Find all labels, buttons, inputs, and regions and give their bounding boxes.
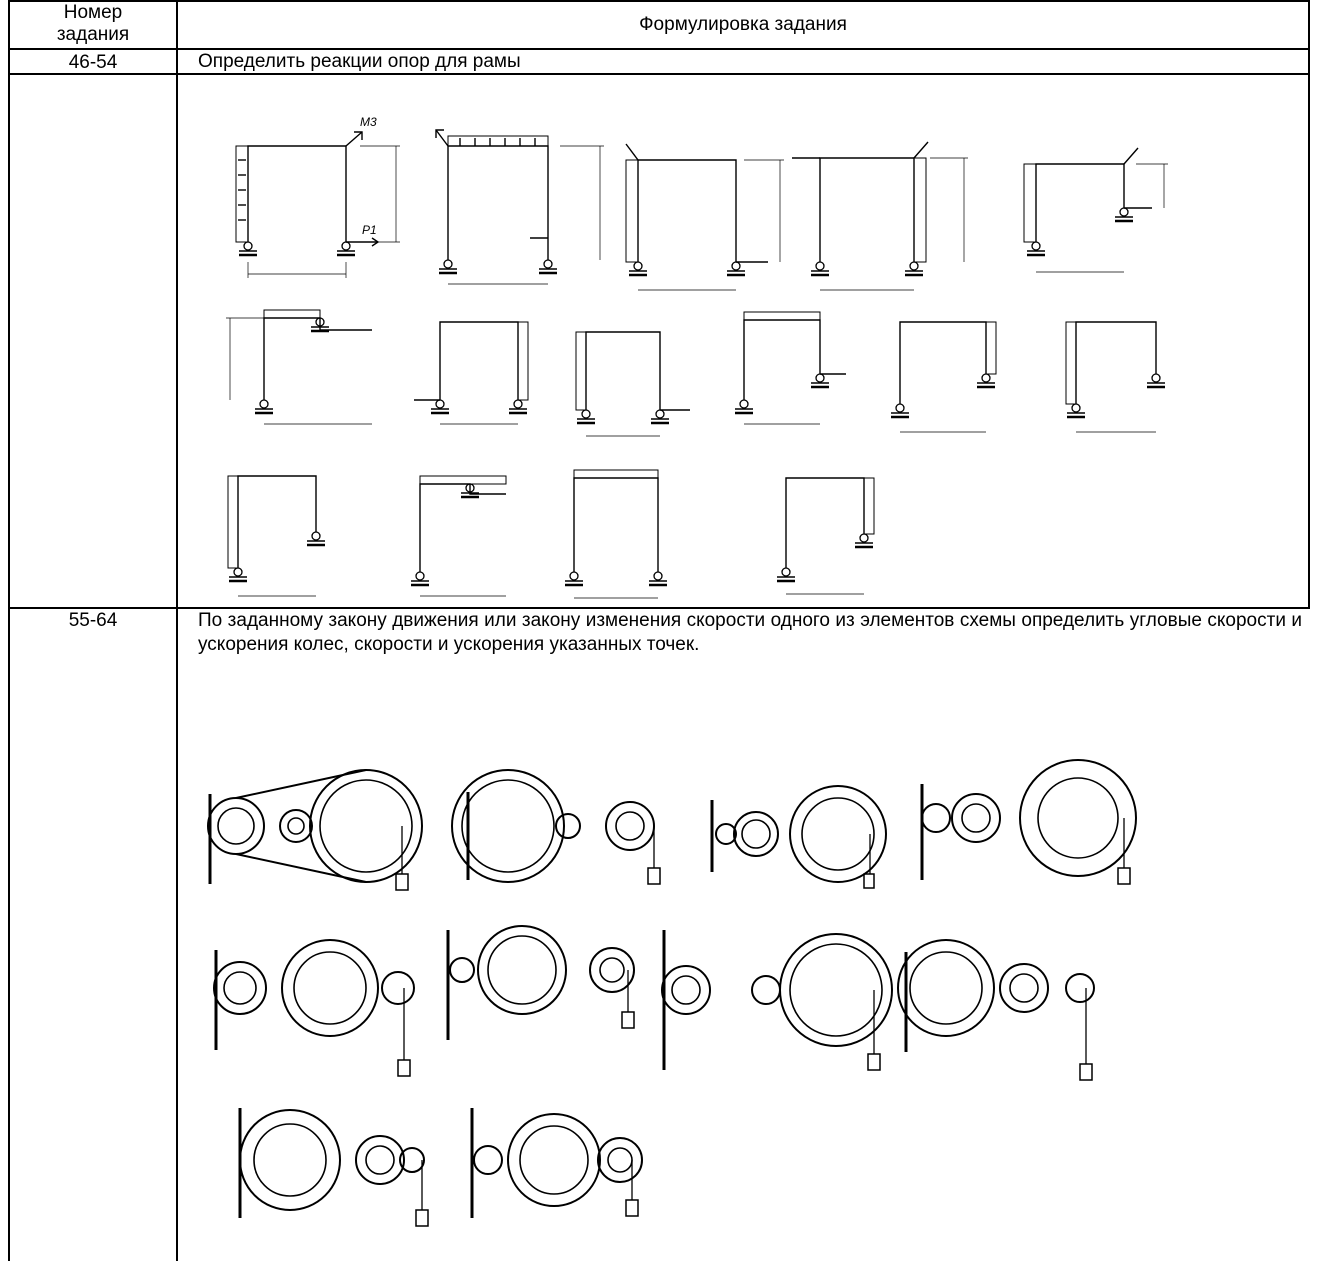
gear-mechanism [213, 939, 415, 1077]
row-text: Определить реакции опор для рамы [198, 51, 521, 72]
header-task: Формулировка задания [639, 14, 847, 35]
gear-mechanism [710, 785, 887, 889]
table-border-right [1308, 0, 1310, 607]
frame-diagram [1065, 321, 1167, 433]
frame-diagram [227, 475, 327, 597]
header-number: Номер задания [8, 2, 178, 46]
gear-mechanism [661, 930, 893, 1071]
frame-diagram [889, 321, 997, 433]
gear-mechanism [207, 769, 423, 891]
frame-diagram [625, 143, 784, 291]
gear-mechanism [897, 939, 1095, 1081]
frame-diagram [575, 331, 690, 437]
task-table: Номер задания Формулировка задания 46-54… [8, 0, 1310, 1261]
frame-diagram [733, 311, 846, 425]
gear-mechanism [446, 925, 635, 1040]
row-number: 46-54 [68, 52, 118, 73]
moment-label: M3 [360, 115, 377, 129]
row-number: 55-64 [68, 610, 118, 631]
frame-diagram [226, 309, 372, 425]
table-border-left [8, 0, 10, 1261]
frame-diagram [792, 141, 968, 291]
frame-diagram [563, 469, 669, 599]
frame-diagram: M3 P1 [235, 115, 400, 278]
table-row-divider [8, 607, 1310, 609]
frame-diagram [414, 321, 529, 425]
gear-mechanism [451, 769, 661, 885]
table-header-divider [8, 48, 1310, 50]
row-text: По заданному закону движения или закону … [198, 610, 1302, 655]
table-border-top [8, 0, 1310, 2]
gear-mechanism [470, 1108, 643, 1218]
force-label: P1 [362, 223, 377, 237]
gear-mechanism [920, 759, 1137, 885]
frame-diagram [1023, 147, 1168, 273]
header-number-line2: задания [56, 24, 130, 45]
frame-diagram [435, 129, 604, 285]
table-column-divider [176, 0, 178, 1261]
frame-diagram [409, 475, 507, 597]
frame-diagram [775, 477, 875, 595]
header-number-line1: Номер [63, 2, 123, 23]
table-row-divider [8, 73, 1310, 75]
gear-mechanism [238, 1108, 429, 1227]
frames-figure: M3 P1 [226, 115, 1168, 599]
